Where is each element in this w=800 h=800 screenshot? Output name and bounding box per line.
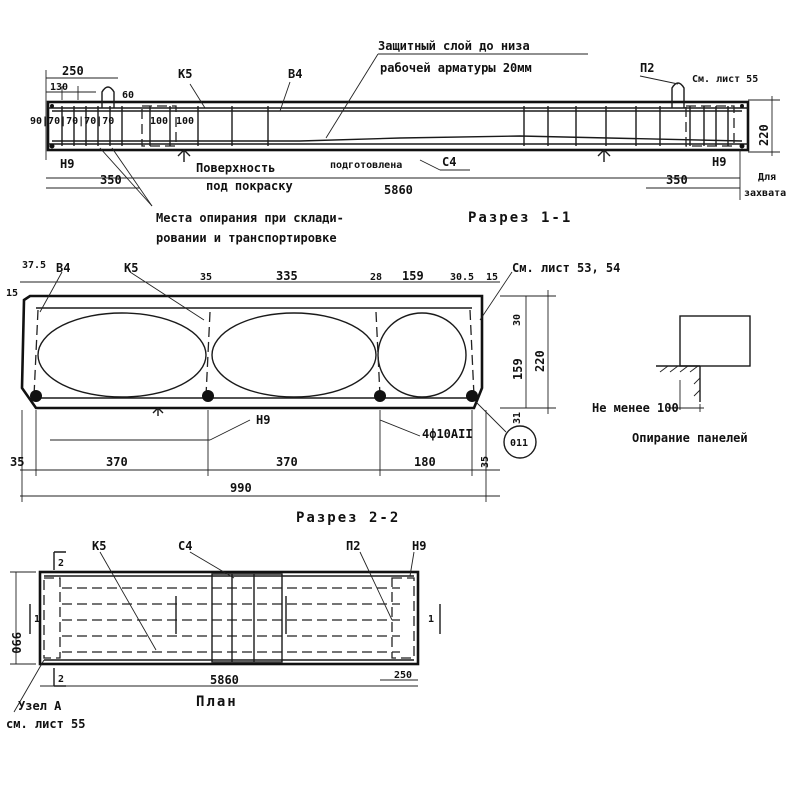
plan-label-h9: Н9: [412, 539, 426, 553]
plan-view: К5 С4 П2 Н9 2 2 1 1 990 5860 250 План Уз…: [6, 539, 441, 731]
dim-250-top: 250: [62, 64, 84, 78]
section-1-1: Защитный слой до низа рабочей арматуры 2…: [30, 39, 786, 245]
rebar-dots: [49, 104, 745, 149]
plan-mark-1-right: 1: [428, 614, 434, 625]
plan-middle-strip: [211, 573, 283, 663]
beam-outline: [46, 100, 750, 152]
void-3: [377, 312, 467, 398]
panel-outline: [20, 294, 484, 410]
end-block-left: [141, 105, 177, 147]
section-2-2: 37.5 В4 К5 35 335 28 159 30.5 15 15 См. …: [6, 260, 620, 526]
plan-title: План: [196, 694, 238, 710]
section-1-1-title: Разрез 1-1: [468, 210, 572, 226]
label-grip-2: захвата: [744, 188, 786, 199]
dim-35b: 35: [10, 455, 24, 469]
dim-370b: 370: [276, 455, 298, 469]
label-k5-section2: К5: [124, 261, 138, 275]
node-011-circle: [503, 425, 537, 459]
dim-5860-top: 5860: [384, 183, 413, 197]
label-prep: подготовлена: [330, 160, 402, 171]
label-h9-left: Н9: [60, 157, 74, 171]
dim-159-top: 159: [402, 269, 424, 283]
dim-60: 60: [122, 90, 134, 101]
wall-hatch: [659, 365, 701, 397]
support-note-2: ровании и транспортировке: [156, 231, 337, 245]
label-node-011: 011: [510, 438, 528, 449]
label-grip-1: Для: [758, 172, 776, 183]
plan-mark-2-bottom: 2: [58, 674, 64, 685]
support-note-1: Места опирания при склади-: [156, 211, 344, 225]
panel-end: [679, 315, 751, 367]
dim-220-side: 220: [757, 124, 771, 146]
dim-220v: 220: [533, 350, 547, 372]
void-1: [37, 312, 207, 398]
label-p2-top: П2: [640, 61, 654, 75]
plan-label-p2: П2: [346, 539, 360, 553]
plan-dim-5860: 5860: [210, 673, 239, 687]
label-rebar-4f10: 4ф10АII: [422, 427, 473, 441]
label-min-100: Не менее 100: [592, 401, 679, 415]
label-b4-top: В4: [288, 67, 302, 81]
plan-mark-1-left: 1: [34, 614, 40, 625]
label-sheet-53-54: См. лист 53, 54: [512, 261, 620, 275]
label-b4-section2: В4: [56, 261, 70, 275]
label-sheet55-top: См. лист 55: [692, 74, 758, 85]
dim-180: 180: [414, 455, 436, 469]
cover-note-line1: Защитный слой до низа: [378, 39, 530, 53]
dim-35c: 35: [480, 456, 491, 468]
label-h9-right: Н9: [712, 155, 726, 169]
support-title: Опирание панелей: [632, 431, 748, 445]
dim-31v: 31: [512, 412, 523, 424]
plan-outline: [38, 570, 420, 666]
dim-28: 28: [370, 272, 382, 283]
dim-15-right: 15: [486, 272, 498, 283]
support-arrow-left: [177, 149, 191, 162]
dim-130: 130: [50, 82, 68, 93]
plan-label-c4: С4: [178, 539, 192, 553]
support-arrow-right: [597, 149, 611, 162]
label-paint-1: Поверхность: [196, 161, 275, 175]
dim-100b: 100: [176, 116, 194, 127]
label-paint-2: под покраску: [206, 179, 293, 193]
void-2: [211, 312, 377, 398]
dim-100a: 100: [150, 116, 168, 127]
plan-node-label-1: Узел А: [18, 699, 62, 713]
support-detail: Не менее 100 Опирание панелей: [592, 315, 751, 445]
plan-node-label-2: см. лист 55: [6, 717, 85, 731]
dim-370a: 370: [106, 455, 128, 469]
dim-350-right: 350: [666, 173, 688, 187]
label-c4-top: С4: [442, 155, 456, 169]
dim-990-section2: 990: [230, 481, 252, 495]
dim-15-left: 15: [6, 288, 18, 299]
dims-left-chain: 90|70|70|70|70: [30, 116, 114, 127]
stirrups-left: [61, 106, 269, 146]
section-mark-2-top: [53, 551, 66, 570]
dim-350-left: 350: [100, 173, 122, 187]
label-k5-top: К5: [178, 67, 192, 81]
lifting-loop-right: [671, 82, 685, 108]
bottom-rebars: [30, 390, 478, 402]
stirrups-right: [523, 106, 729, 146]
plan-dim-250: 250: [394, 670, 412, 681]
dim-335: 335: [276, 269, 298, 283]
dim-37-5: 37.5: [22, 260, 46, 271]
end-block-right: [685, 105, 735, 147]
label-h9-section2: Н9: [256, 413, 270, 427]
dim-30v: 30: [512, 314, 523, 326]
plan-label-k5: К5: [92, 539, 106, 553]
plan-mark-2-top: 2: [58, 558, 64, 569]
dim-35a: 35: [200, 272, 212, 283]
dim-159v: 159: [511, 358, 525, 380]
cover-note-line2: рабочей арматуры 20мм: [380, 61, 532, 75]
dim-30-5: 30.5: [450, 272, 474, 283]
plan-dim-990: 990: [9, 632, 23, 654]
lifting-loop-left: [101, 86, 115, 108]
section-2-2-title: Разрез 2-2: [296, 510, 400, 526]
rebar-bottom: [52, 135, 743, 142]
